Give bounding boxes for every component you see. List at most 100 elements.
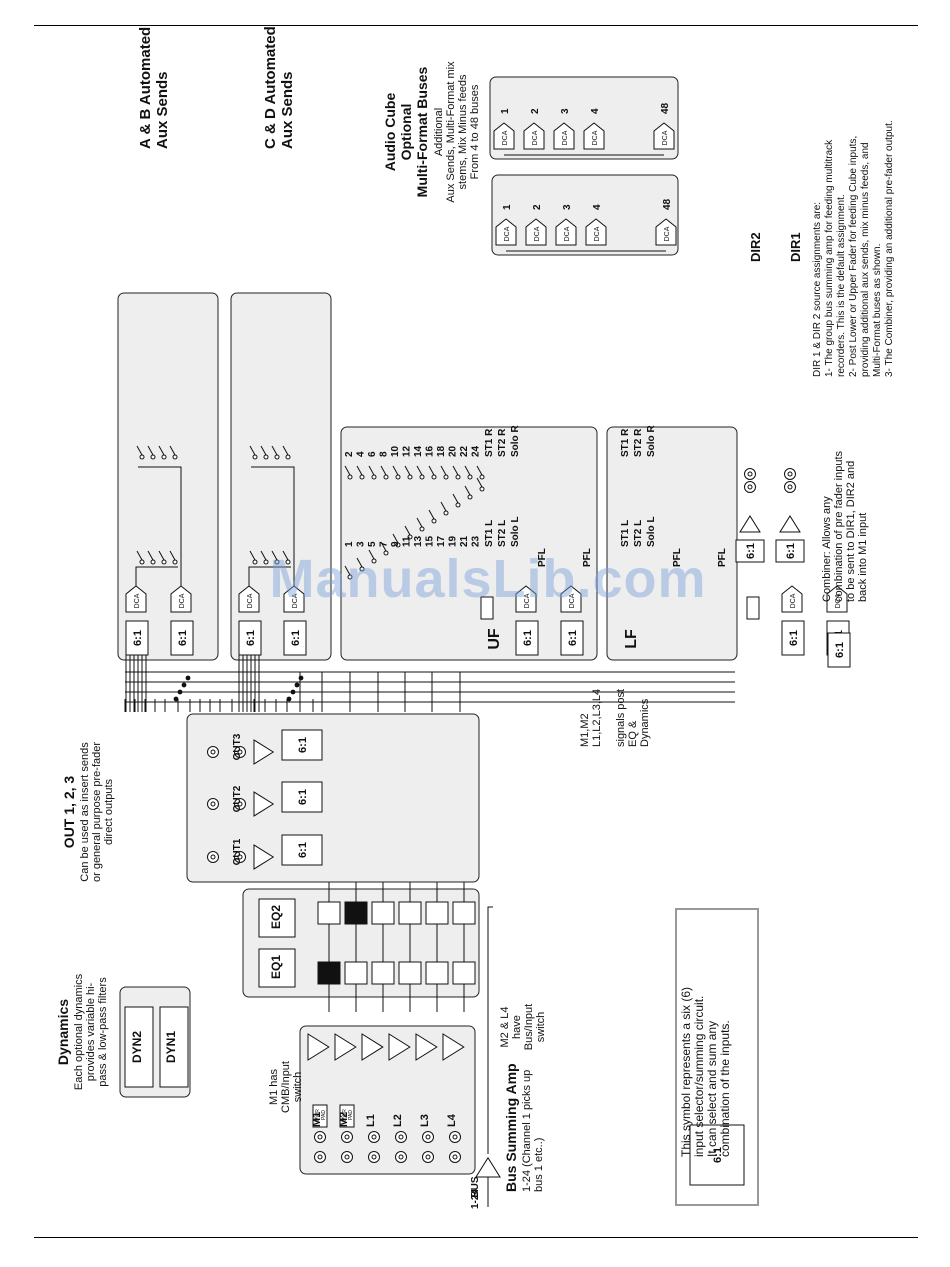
bus-number-label: 15 xyxy=(425,535,436,547)
input-amp xyxy=(334,1033,357,1061)
title-dynamics: Dynamics xyxy=(55,999,71,1065)
panel-out-123 xyxy=(186,713,480,883)
switch-contact xyxy=(455,502,461,508)
pwr-pad-label: PWR xyxy=(342,1109,348,1121)
dir-assignment-notes: 3- The Combiner, providing an additional… xyxy=(884,120,895,377)
bus-number-label: 13 xyxy=(413,535,424,547)
legend-text: It can select and sum any xyxy=(705,1021,719,1157)
switch-lever xyxy=(249,550,256,561)
out1-label: OUT1 xyxy=(232,838,243,865)
selector-6to1 xyxy=(560,620,584,656)
input-label: L2 xyxy=(392,1114,404,1127)
title-out-123: OUT 1, 2, 3 xyxy=(61,776,77,849)
input-label: L4 xyxy=(446,1113,458,1127)
input-amp xyxy=(361,1033,384,1061)
bus-number-label: 5 xyxy=(367,541,378,547)
title-cd-sends: Aux Sends xyxy=(279,71,296,149)
cube-dca-number: 3 xyxy=(562,204,573,210)
dca-block xyxy=(560,585,582,613)
fader-symbol xyxy=(746,596,760,620)
switch-lever xyxy=(416,517,423,528)
junction-dot xyxy=(294,682,300,688)
dca-block xyxy=(283,585,305,613)
switch-contact xyxy=(407,474,413,480)
selector-label: 6:1 xyxy=(567,630,579,646)
dir2-label: DIR2 xyxy=(748,232,763,262)
dyn1-box xyxy=(159,1006,189,1088)
bus-label: BUS xyxy=(470,1176,481,1197)
switch-lever xyxy=(271,445,278,456)
dca-block xyxy=(781,585,803,613)
jack-connector xyxy=(237,749,243,755)
selector-label: 6:1 xyxy=(290,630,302,646)
m2-l4-note: switch xyxy=(535,1012,547,1043)
bus-number-label: 8 xyxy=(379,451,390,457)
send-wire xyxy=(251,466,295,586)
pfl-label: PFL xyxy=(537,548,548,567)
stereo-right-label: ST1 R xyxy=(620,428,631,457)
switch-lever xyxy=(356,557,363,568)
dir-amp xyxy=(739,515,761,533)
cube-dca-block xyxy=(553,122,575,150)
dca-label: DCA xyxy=(594,226,601,241)
dca-label: DCA xyxy=(524,593,531,608)
dynamics-description: Each optional dynamics xyxy=(73,973,85,1090)
switch-contact xyxy=(172,454,178,460)
selector-label: 6:1 xyxy=(712,1147,724,1163)
eq1-label: EQ1 xyxy=(269,955,283,979)
pfl-label: PFL xyxy=(672,548,683,567)
switch-lever xyxy=(380,465,387,476)
title-cd-sends: C & D Automated xyxy=(262,26,279,149)
bus-output-wire xyxy=(487,906,493,1154)
bus-number-label: 2 xyxy=(344,451,355,457)
switch-lever xyxy=(260,445,267,456)
switch-contact xyxy=(467,474,473,480)
jack-connector xyxy=(237,801,243,807)
panels xyxy=(117,76,738,1175)
title-bus-summing-amp: Bus Summing Amp xyxy=(503,1063,519,1192)
switch-contact xyxy=(395,474,401,480)
jack-connector xyxy=(210,854,216,860)
selector-6to1 xyxy=(281,729,323,761)
signals-note: L1,L2,L3,L4 xyxy=(591,689,603,747)
signals-note: EQ & xyxy=(627,720,639,747)
switch-contact xyxy=(274,454,280,460)
eq-filter-block xyxy=(317,901,341,925)
jack-connector xyxy=(317,1134,323,1140)
pfl-label: PFL xyxy=(717,548,728,567)
switch-lever xyxy=(368,465,375,476)
switch-lever xyxy=(452,493,459,504)
out-amp xyxy=(253,844,275,870)
pwr-pad-box xyxy=(339,1104,355,1128)
selector-label: 6:1 xyxy=(245,630,257,646)
selector-6to1 xyxy=(281,781,323,813)
cube-dca-number: 4 xyxy=(592,204,603,210)
dca-label: DCA xyxy=(247,593,254,608)
switch-lever xyxy=(136,445,143,456)
dca-label: DCA xyxy=(504,226,511,241)
dca-label: DCA xyxy=(662,130,669,145)
panel-aux-cd xyxy=(230,292,332,661)
out-amp xyxy=(253,739,275,765)
cube-dca-block xyxy=(585,218,607,246)
dir-assignment-notes: Multi-Format buses as shown. xyxy=(872,244,883,377)
switch-lever xyxy=(344,465,351,476)
bus-number-label: 10 xyxy=(390,445,401,457)
bus-number-label: 18 xyxy=(436,445,447,457)
switch-lever xyxy=(476,477,483,488)
bus-number-label: 4 xyxy=(356,451,367,457)
stereo-left-label: ST2 L xyxy=(633,520,644,547)
switch-lever xyxy=(404,465,411,476)
switch-lever xyxy=(282,445,289,456)
switch-contact xyxy=(252,454,258,460)
components: 6:16:1DCADCA6:16:1DCADCA6:16:1DCADCA6:16… xyxy=(124,130,851,1206)
switch-lever xyxy=(169,445,176,456)
switch-contact xyxy=(347,574,353,580)
wires xyxy=(124,122,848,1207)
selector-6to1 xyxy=(689,1124,745,1186)
switch-lever xyxy=(158,550,165,561)
selector-6to1 xyxy=(283,620,307,656)
m2-l4-note: M2 & L4 xyxy=(499,1007,511,1048)
cube-dca-number: 2 xyxy=(530,108,541,114)
switch-lever xyxy=(428,465,435,476)
